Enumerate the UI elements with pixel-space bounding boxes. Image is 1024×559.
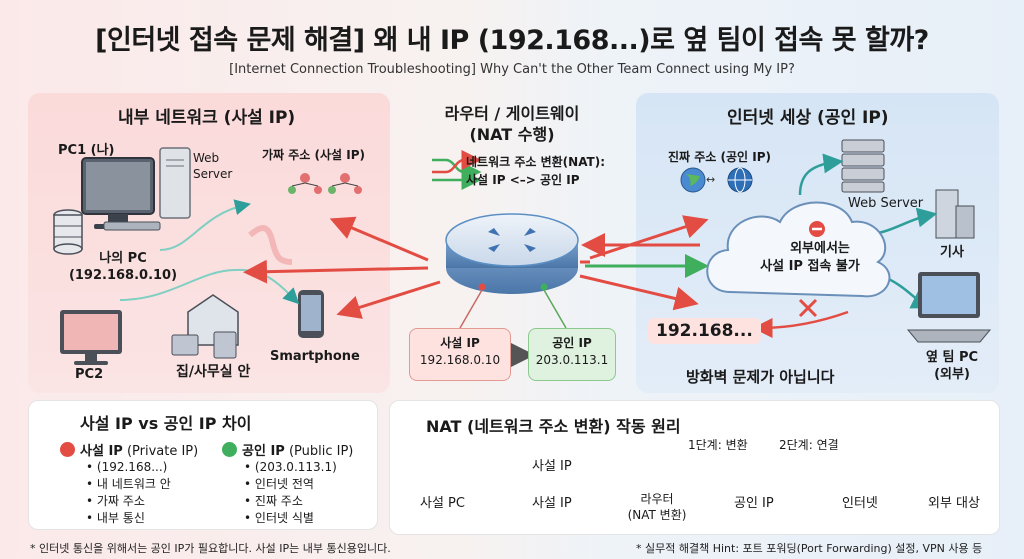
nat-card-title: NAT (네트워크 주소 변환) 작동 원리: [426, 413, 681, 437]
public-ip-box: 공인 IP 203.0.113.1: [528, 328, 616, 381]
flow-node-router: 라우터 (NAT 변환): [624, 492, 690, 523]
globe-icon-right: [728, 168, 752, 192]
keyboard-icon: [104, 222, 160, 230]
cloud-to-webserver: [800, 162, 836, 195]
web-server-right-label: Web Server: [848, 196, 923, 213]
svg-text:↔: ↔: [706, 173, 715, 186]
fake-address-label: 가짜 주소 (사설 IP): [262, 148, 365, 164]
neighbor-pc-label: 옆 팀 PC (외부): [912, 350, 992, 384]
private-dot-icon: [60, 442, 75, 457]
private-heading: 사설 IP (Private IP): [80, 440, 198, 459]
web-server-icon: [842, 140, 884, 192]
router-icon: [446, 214, 578, 294]
database-server-icon: [54, 210, 82, 254]
arrow-router-down-right: [580, 276, 690, 302]
not-firewall-label: 방화벽 문제가 아닙니다: [686, 368, 834, 388]
blocked-line2: 사설 IP 접속 불가: [740, 259, 880, 276]
public-heading-sub: (Public IP): [285, 444, 354, 459]
nat-description-line1: 네트워크 주소 변환(NAT):: [466, 155, 605, 171]
private-heading-main: 사설 IP: [80, 444, 123, 459]
flow-node-private-ip: 사설 IP: [532, 496, 572, 513]
flow-node-internet: 인터넷: [842, 496, 878, 513]
private-item: 내부 통신: [86, 510, 171, 527]
private-ip-box: 사설 IP 192.168.0.10: [409, 328, 511, 381]
flow-node-private-pc: 사설 PC: [420, 496, 465, 513]
flow-node-external-target: 외부 대상: [928, 496, 980, 513]
private-prefix-label: 192.168...: [648, 318, 761, 344]
private-item: 내 네트워크 안: [86, 476, 171, 493]
arrow-router-to-cloud-upper: [590, 222, 700, 258]
arrow-router-to-mypc: [252, 268, 428, 272]
public-dot-icon: [222, 442, 237, 457]
flow-arrow-label: 사설 IP: [532, 459, 572, 476]
public-list: (203.0.113.1) 인터넷 전역 진짜 주소 인터넷 식별: [244, 459, 337, 527]
public-heading: 공인 IP (Public IP): [242, 440, 353, 459]
smartphone-label: Smartphone: [270, 349, 360, 366]
pc2-monitor-icon: [60, 310, 122, 365]
public-item: 인터넷 식별: [244, 510, 337, 527]
public-item: 진짜 주소: [244, 493, 337, 510]
blocked-x-icon: [800, 300, 816, 316]
router-title: 라우터 / 게이트웨이 (NAT 수행): [412, 104, 612, 146]
pc2-label: PC2: [75, 367, 103, 384]
private-ip-box-value: 192.168.0.10: [410, 352, 510, 369]
public-item: 인터넷 전역: [244, 476, 337, 493]
step2-label: 2단계: 연결: [779, 438, 839, 454]
public-heading-main: 공인 IP: [242, 444, 285, 459]
comparison-title: 사설 IP vs 공인 IP 차이: [80, 410, 251, 434]
real-address-label: 진짜 주소 (공인 IP): [668, 150, 771, 166]
smartphone-icon: [298, 290, 324, 338]
nat-description-line2: 사설 IP <–> 공인 IP: [466, 173, 580, 189]
public-item: (203.0.113.1): [244, 459, 337, 476]
neighbor-pc-icon: [908, 272, 990, 342]
curve-to-smartphone: [235, 270, 295, 300]
private-list: (192.168...) 내 네트워크 안 가짜 주소 내부 통신: [86, 459, 171, 527]
my-pc-label: 나의 PC (192.168.0.10): [58, 251, 188, 285]
step1-label: 1단계: 변환: [688, 438, 748, 454]
blocked-return-arrow: [760, 312, 848, 328]
arrow-router-to-devices: [338, 222, 428, 260]
private-item: 가짜 주소: [86, 493, 171, 510]
private-item: (192.168...): [86, 459, 171, 476]
private-heading-sub: (Private IP): [123, 444, 198, 459]
arrow-router-to-phone: [345, 282, 440, 312]
home-office-icon: [172, 295, 238, 358]
router-to-public-box: [544, 290, 566, 328]
home-office-label: 집/사무실 안: [176, 363, 250, 381]
pc1-monitor-icon: [82, 148, 190, 229]
footer-note-right: * 실무적 해결책 Hint: 포트 포워딩(Port Forwarding) …: [636, 540, 982, 556]
pc1-label: PC1 (나): [58, 143, 114, 160]
globe-icon-left: [681, 168, 705, 192]
building-icon: [936, 190, 974, 238]
web-server-label: Web Server: [193, 151, 243, 182]
wave-decoration: [250, 228, 292, 262]
public-ip-box-label: 공인 IP: [529, 335, 615, 352]
flow-node-public-ip: 공인 IP: [734, 496, 774, 513]
router-to-private-box: [460, 290, 482, 328]
public-ip-box-value: 203.0.113.1: [529, 352, 615, 369]
private-ip-box-label: 사설 IP: [410, 335, 510, 352]
blocked-line1: 외부에서는: [760, 241, 880, 258]
people-network-icon: [288, 173, 362, 194]
footer-note-left: * 인터넷 통신을 위해서는 공인 IP가 필요합니다. 사설 IP는 내부 통…: [30, 540, 391, 556]
no-entry-icon: [809, 221, 825, 237]
company-label: 기사: [940, 245, 964, 262]
